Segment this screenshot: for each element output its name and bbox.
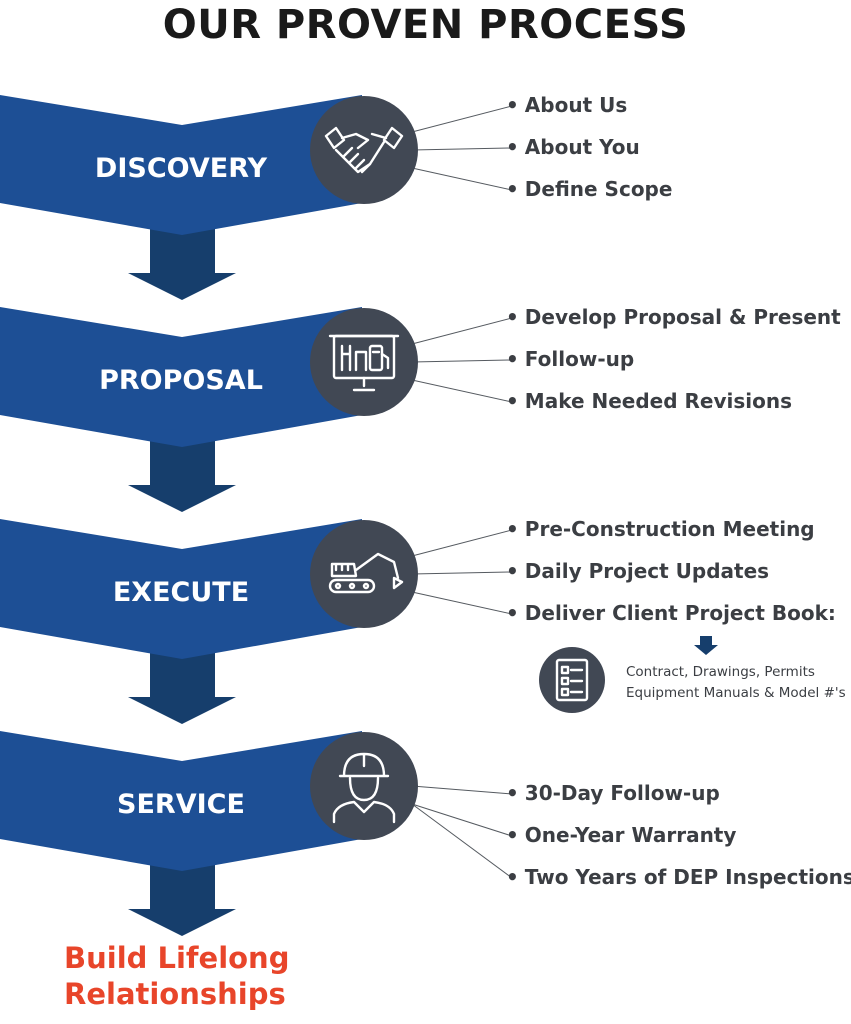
stage-banner — [0, 731, 362, 871]
stage-label: EXECUTE — [112, 577, 250, 608]
stage-item: •Follow-up — [506, 347, 634, 371]
stage-discovery — [0, 95, 513, 300]
book-arrow — [694, 636, 718, 655]
connector-line — [411, 785, 513, 795]
bullet-icon: • — [506, 389, 519, 413]
stage-item: •About You — [506, 135, 640, 159]
stage-item: •Develop Proposal & Present — [506, 305, 841, 329]
handshake-icon — [324, 126, 404, 174]
construction-worker-icon — [332, 752, 396, 824]
closing-line-2: Relationships — [64, 977, 286, 1011]
closing-tagline: Build Lifelong Relationships — [64, 940, 289, 1012]
excavator-icon — [328, 552, 404, 594]
connector-line — [411, 105, 513, 133]
bullet-icon: • — [506, 781, 519, 805]
flow-arrow — [128, 639, 236, 724]
stage-item: •Daily Project Updates — [506, 559, 769, 583]
stage-item-label: About You — [524, 135, 640, 159]
stage-item: •Define Scope — [506, 177, 672, 201]
connector-line — [411, 529, 513, 557]
stage-label: SERVICE — [117, 789, 245, 820]
icon-circle — [310, 96, 418, 204]
stage-item-label: Deliver Client Project Book: — [524, 601, 836, 625]
stage-label: PROPOSAL — [99, 365, 263, 396]
icon-circle — [310, 308, 418, 416]
stage-banner — [0, 95, 362, 235]
stage-service — [0, 731, 513, 936]
bullet-icon: • — [506, 93, 519, 117]
connector-line — [411, 359, 513, 363]
stage-execute — [0, 519, 718, 724]
stage-item: •One-Year Warranty — [506, 823, 736, 847]
stage-item: •Pre-Construction Meeting — [506, 517, 815, 541]
stage-item-label: Follow-up — [524, 347, 635, 371]
stage-item-label: Daily Project Updates — [524, 559, 770, 583]
icon-circle — [310, 732, 418, 840]
stage-item-label: One-Year Warranty — [524, 823, 737, 847]
presentation-board-icon — [328, 334, 400, 392]
bullet-icon: • — [506, 177, 519, 201]
stage-label: DISCOVERY — [94, 153, 268, 184]
stage-item: •30-Day Follow-up — [506, 781, 720, 805]
stage-item-label: Two Years of DEP Inspections — [524, 865, 851, 889]
stage-item-label: Define Scope — [524, 177, 673, 201]
checklist-document-icon — [555, 658, 589, 702]
icon-circle — [310, 520, 418, 628]
flow-arrow — [128, 215, 236, 300]
stage-banner — [0, 307, 362, 447]
flow-arrow — [128, 851, 236, 936]
stage-item-label: 30-Day Follow-up — [524, 781, 720, 805]
stage-item-label: Develop Proposal & Present — [524, 305, 841, 329]
connector-line — [411, 591, 513, 615]
connector-line — [411, 167, 513, 191]
bullet-icon: • — [506, 601, 519, 625]
stage-item: •Deliver Client Project Book: — [506, 601, 836, 625]
closing-line-1: Build Lifelong — [64, 941, 290, 975]
bullet-icon: • — [506, 865, 519, 889]
bullet-icon: • — [506, 559, 519, 583]
book-contents-line-2: Equipment Manuals & Model #'s — [626, 685, 846, 701]
bullet-icon: • — [506, 517, 519, 541]
stage-banner — [0, 519, 362, 659]
page-title: OUR PROVEN PROCESS — [162, 2, 689, 48]
book-contents-line-1: Contract, Drawings, Permits — [626, 664, 815, 680]
stage-item: •About Us — [506, 93, 627, 117]
stage-item: •Two Years of DEP Inspections — [506, 865, 851, 889]
connector-line — [411, 803, 513, 837]
connector-line — [411, 379, 513, 403]
connector-line — [411, 803, 513, 879]
connector-line — [411, 147, 513, 151]
flow-arrow — [128, 427, 236, 512]
stage-item: •Make Needed Revisions — [506, 389, 792, 413]
stage-item-label: Make Needed Revisions — [524, 389, 793, 413]
connector-line — [411, 571, 513, 575]
stage-proposal — [0, 307, 513, 512]
stage-item-label: About Us — [524, 93, 628, 117]
stage-item-label: Pre-Construction Meeting — [524, 517, 815, 541]
bullet-icon: • — [506, 135, 519, 159]
bullet-icon: • — [506, 347, 519, 371]
bullet-icon: • — [506, 823, 519, 847]
connector-line — [411, 317, 513, 345]
project-book — [539, 636, 718, 713]
bullet-icon: • — [506, 305, 519, 329]
